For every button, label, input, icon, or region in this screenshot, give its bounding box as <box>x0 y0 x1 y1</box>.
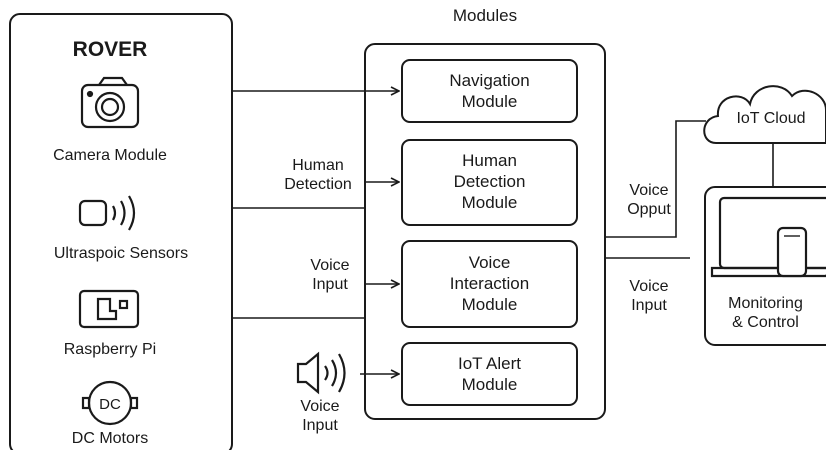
voice-interaction-module-line2: Interaction <box>449 274 530 293</box>
monitoring-control-label: Monitoring & Control <box>705 294 826 332</box>
speaker-icon <box>296 351 346 395</box>
iot-alert-module-line1: IoT Alert <box>458 354 521 373</box>
human-detection-module-line2: Detection <box>453 172 526 191</box>
cloud-icon <box>703 85 826 144</box>
voice-input-1-line1: Voice <box>310 257 350 274</box>
iot-alert-module-line2: Module <box>461 375 518 394</box>
voice-input-2-line1: Voice <box>300 398 340 415</box>
dc-motor-icon <box>81 380 139 426</box>
monitoring-control-line1: Monitoring <box>728 295 803 312</box>
rover-panel <box>9 13 233 450</box>
voice-output-line1: Voice <box>629 182 669 199</box>
voice-input-right-line2: Input <box>631 297 667 314</box>
voice-interaction-module-line1: Voice <box>468 253 511 272</box>
ultrasonic-sensor-icon <box>78 195 136 231</box>
ultrasonic-sensors-label: Ultraspoic Sensors <box>53 245 189 262</box>
iot-cloud-label: IoT Cloud <box>736 110 806 127</box>
voice-input-right-line1: Voice <box>629 278 669 295</box>
voice-input-edge-label-2: Voice Input <box>290 397 350 435</box>
dc-motor-icon-text: DC <box>99 396 121 413</box>
human-detection-module-text: Human Detection Module <box>402 150 577 213</box>
modules-container <box>364 43 606 420</box>
rover-title: ROVER <box>72 38 148 61</box>
voice-interaction-module-line3: Module <box>461 295 518 314</box>
iot-alert-module-box <box>401 342 578 406</box>
navigation-module-text: Navigation Module <box>402 70 577 112</box>
monitoring-control-box <box>704 186 826 346</box>
voice-input-edge-label-1: Voice Input <box>300 256 360 294</box>
modules-title: Modules <box>452 6 518 25</box>
line-modules-to-cloud <box>605 120 706 238</box>
monitoring-control-line2: & Control <box>732 314 799 331</box>
human-detection-edge-label: Human Detection <box>278 156 358 194</box>
voice-interaction-module-text: Voice Interaction Module <box>402 252 577 315</box>
human-detection-module-box <box>401 139 578 226</box>
iot-alert-module-text: IoT Alert Module <box>402 353 577 395</box>
navigation-module-box <box>401 59 578 123</box>
human-detection-module-line3: Module <box>461 193 518 212</box>
voice-output-edge-label: Voice Opput <box>617 181 681 219</box>
human-detection-edge-label-line2: Detection <box>284 176 352 193</box>
human-detection-edge-label-line1: Human <box>292 157 344 174</box>
voice-interaction-module-box <box>401 240 578 328</box>
camera-module-label: Camera Module <box>53 147 167 164</box>
navigation-module-line1: Navigation <box>449 71 530 90</box>
voice-input-2-line2: Input <box>302 417 338 434</box>
raspberry-pi-label: Raspberry Pi <box>63 341 157 358</box>
navigation-module-line2: Module <box>461 92 518 111</box>
voice-input-1-line2: Input <box>312 276 348 293</box>
human-detection-module-line1: Human <box>462 151 517 170</box>
dc-motors-label: DC Motors <box>71 430 149 447</box>
laptop-with-phone-icon <box>710 196 826 278</box>
voice-output-line2: Opput <box>627 201 671 218</box>
raspberry-pi-board-icon <box>78 289 140 329</box>
camera-icon <box>80 76 140 129</box>
voice-input-right-edge-label: Voice Input <box>619 277 679 315</box>
